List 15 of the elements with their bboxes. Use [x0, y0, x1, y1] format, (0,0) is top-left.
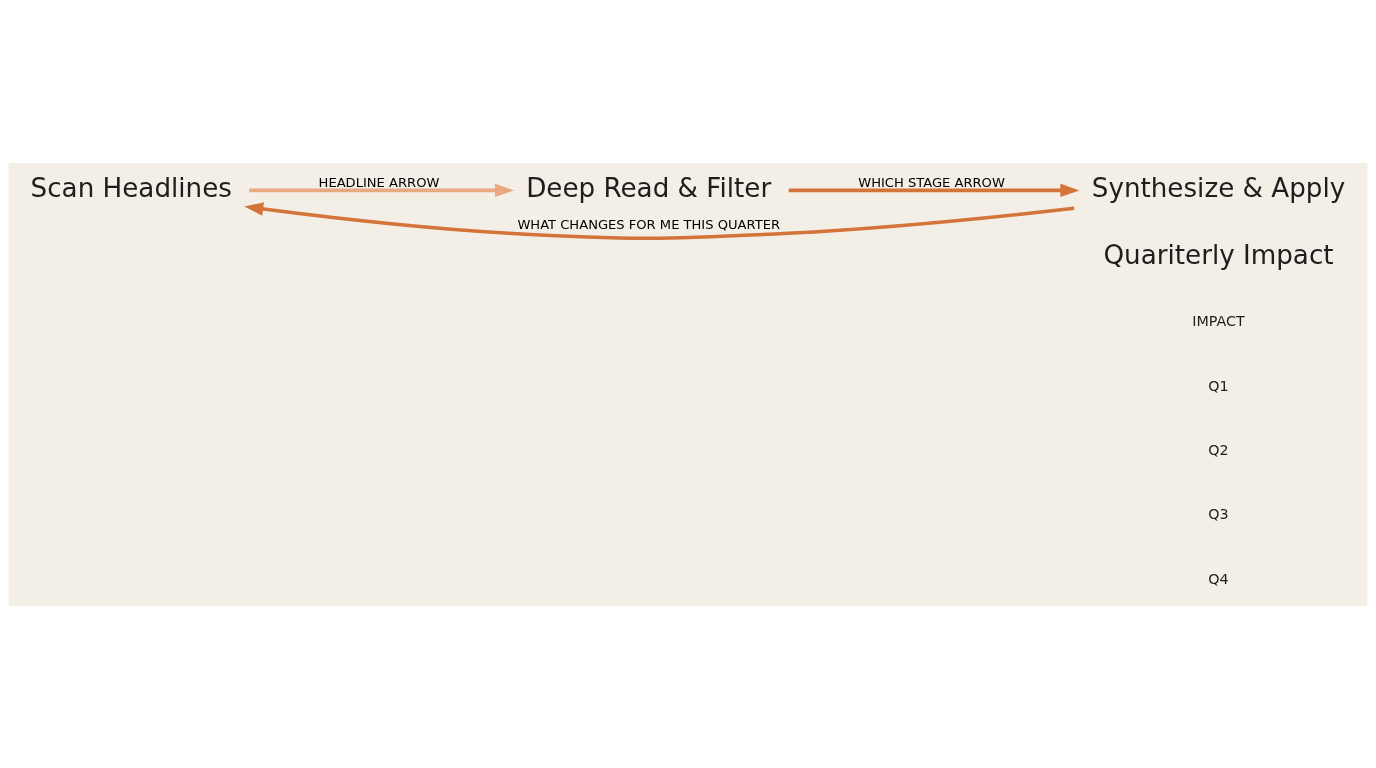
label: Q2	[1208, 441, 1229, 458]
label: Q4	[1208, 569, 1229, 586]
label: IMPACT	[1192, 312, 1245, 329]
arrow	[244, 201, 1075, 240]
edge-label: WHICH STAGE ARROW	[858, 174, 1005, 190]
node-text: Scan Headlines	[30, 172, 232, 203]
node-text: Synthesize & Apply	[1091, 172, 1346, 203]
label: Q3	[1208, 505, 1229, 522]
arrow	[788, 183, 1080, 197]
edge-label: WHAT CHANGES FOR ME THIS QUARTER	[517, 216, 780, 232]
label: Q1	[1208, 377, 1229, 394]
node-text: Quariterly Impact	[1103, 239, 1334, 270]
node-text: Deep Read & Filter	[526, 172, 772, 203]
edge-label: HEADLINE ARROW	[318, 174, 440, 190]
arrow	[249, 183, 515, 197]
